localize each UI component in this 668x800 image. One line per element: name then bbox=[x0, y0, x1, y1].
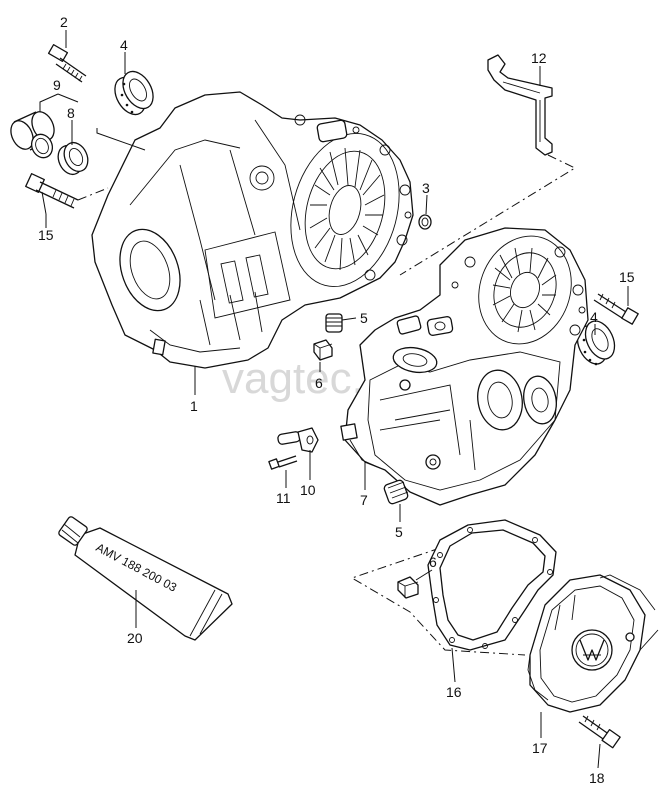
sealant-tube-part-20: AMV 188 200 03 bbox=[58, 516, 233, 641]
seal-part-8 bbox=[57, 141, 89, 176]
sleeve-part-3 bbox=[418, 214, 432, 230]
callout-12: 12 bbox=[531, 50, 547, 66]
bolt-part-2 bbox=[47, 44, 87, 83]
seal-part-4-upper bbox=[114, 70, 154, 116]
sender-part-10 bbox=[277, 427, 319, 453]
callout-11: 11 bbox=[276, 490, 291, 506]
bracket-part-12 bbox=[487, 54, 553, 156]
plug-part-5-upper bbox=[325, 313, 343, 333]
callout-20: 20 bbox=[127, 630, 143, 646]
gearbox-housing-part-1 bbox=[91, 91, 414, 369]
callout-4-lower: 4 bbox=[590, 309, 598, 325]
bolt-part-11 bbox=[268, 455, 298, 470]
sleeve-part-9 bbox=[10, 111, 55, 159]
callout-7: 7 bbox=[360, 492, 368, 508]
bolt-part-18 bbox=[578, 715, 621, 749]
bolt-part-15-left bbox=[25, 173, 79, 209]
callout-4-upper: 4 bbox=[120, 37, 128, 53]
end-cover-part-17 bbox=[527, 574, 659, 713]
callout-1: 1 bbox=[190, 398, 198, 414]
callout-3: 3 bbox=[422, 180, 430, 196]
callout-10: 10 bbox=[300, 482, 316, 498]
callout-6-lower: 6 bbox=[429, 554, 437, 570]
callout-8: 8 bbox=[67, 105, 75, 121]
callout-5-upper: 5 bbox=[360, 310, 368, 326]
pad-part-6-lower bbox=[397, 576, 419, 599]
callout-15-right: 15 bbox=[619, 269, 635, 285]
seal-part-4-lower bbox=[576, 320, 616, 366]
callout-2: 2 bbox=[60, 14, 68, 30]
callout-9: 9 bbox=[53, 77, 61, 93]
callout-16: 16 bbox=[446, 684, 462, 700]
callout-18: 18 bbox=[589, 770, 605, 786]
plug-part-5-lower bbox=[383, 479, 409, 505]
callout-5-lower: 5 bbox=[395, 524, 403, 540]
callout-17: 17 bbox=[532, 740, 548, 756]
gasket-part-16 bbox=[427, 519, 557, 651]
assembly-lines bbox=[77, 154, 577, 656]
callout-labels: 2 4 9 8 15 3 12 15 4 5 6 1 11 10 7 5 6 2… bbox=[38, 14, 635, 786]
callout-15-left: 15 bbox=[38, 227, 54, 243]
callout-6-upper: 6 bbox=[315, 375, 323, 391]
gearbox-housing-part-7 bbox=[340, 227, 589, 506]
leader-lines bbox=[39, 30, 629, 769]
pad-part-6-upper bbox=[313, 339, 333, 361]
bolt-part-15-right bbox=[593, 293, 639, 325]
